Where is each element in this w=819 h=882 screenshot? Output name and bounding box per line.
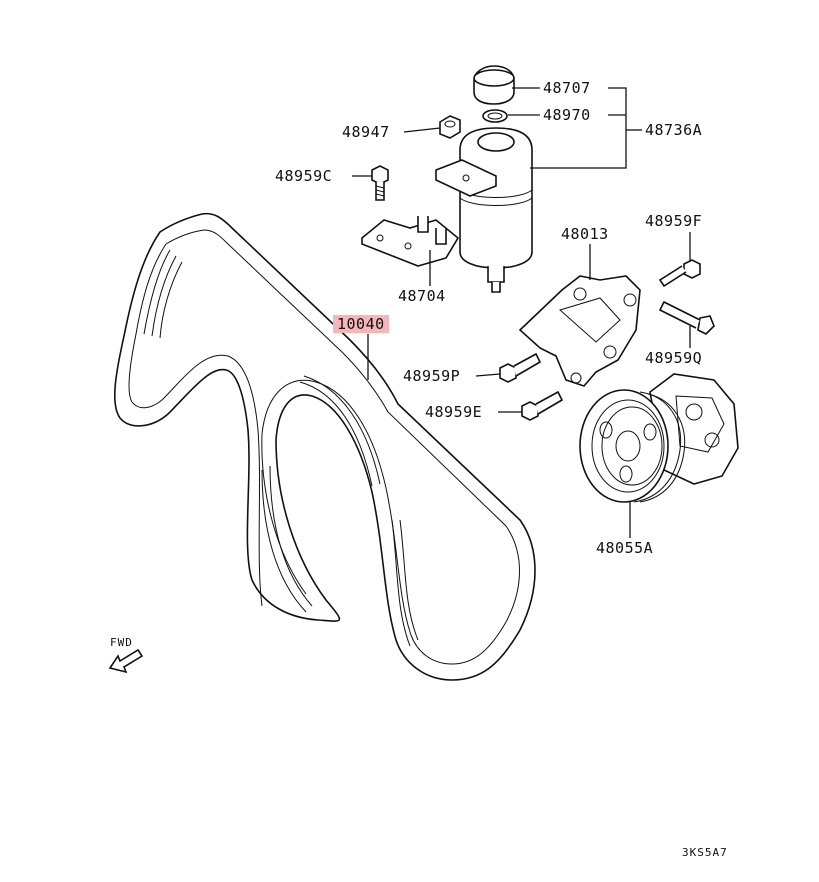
bolt-48959P[interactable]	[499, 352, 542, 383]
bolt-48959F[interactable]	[658, 259, 701, 288]
leader-lines	[352, 87, 691, 538]
label-48055A[interactable]: 48055A	[596, 539, 654, 557]
pump-bracket-48013[interactable]	[518, 275, 641, 387]
power-steering-pump[interactable]	[579, 373, 739, 503]
label-10040[interactable]: 10040	[333, 315, 389, 333]
bolt-48959Q[interactable]	[658, 300, 715, 335]
label-48959P[interactable]: 48959P	[403, 367, 461, 385]
drive-belt[interactable]	[113, 212, 536, 681]
label-48959C[interactable]: 48959C	[275, 167, 333, 185]
bolt-48959C[interactable]	[371, 165, 389, 201]
label-48704[interactable]: 48704	[398, 287, 446, 305]
label-48959Q[interactable]: 48959Q	[645, 349, 703, 367]
label-48736A[interactable]: 48736A	[645, 121, 703, 139]
bolt-48959E[interactable]	[521, 390, 564, 421]
diagram-code: 3KS5A7	[682, 846, 728, 859]
label-48707[interactable]: 48707	[543, 79, 591, 97]
nut-48947[interactable]	[439, 115, 461, 139]
label-48970[interactable]: 48970	[543, 106, 591, 124]
bracket-48704[interactable]	[361, 216, 460, 267]
oil-reservoir[interactable]	[435, 65, 533, 293]
fwd-arrow-icon	[108, 648, 144, 674]
label-48947[interactable]: 48947	[342, 123, 390, 141]
fwd-label: FWD	[110, 636, 133, 649]
label-48013[interactable]: 48013	[561, 225, 609, 243]
label-48959F[interactable]: 48959F	[645, 212, 703, 230]
label-48959E[interactable]: 48959E	[425, 403, 483, 421]
